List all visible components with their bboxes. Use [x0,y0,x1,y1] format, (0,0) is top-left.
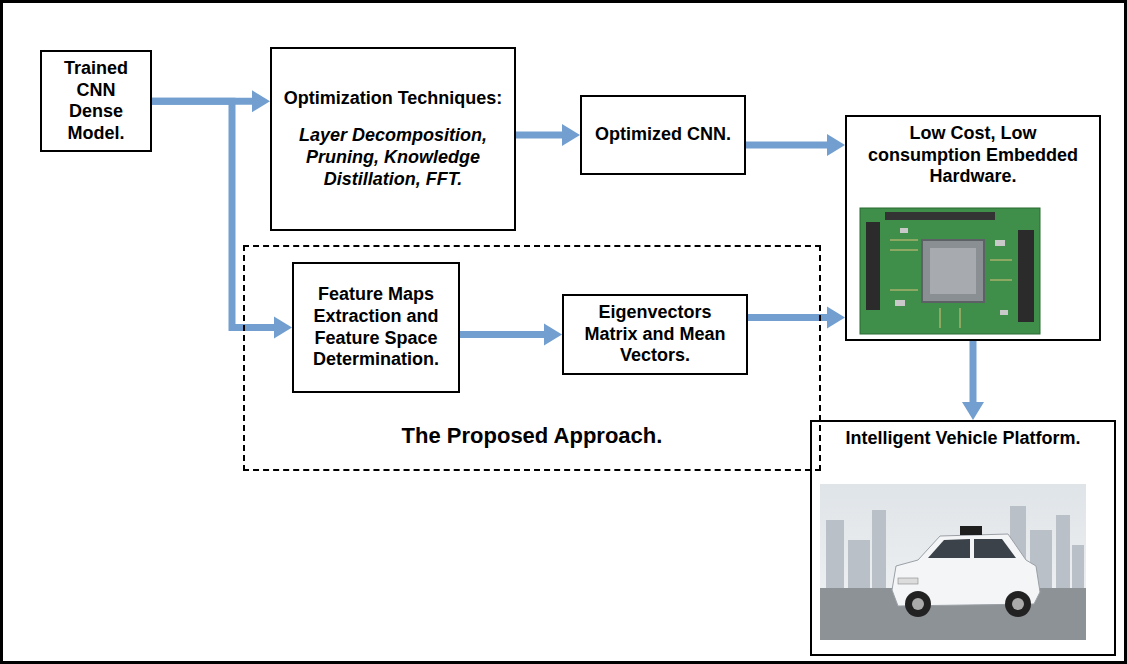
box-label: Optimization Techniques: [284,88,503,110]
connector [885,212,995,220]
arrow-shaft [970,341,977,402]
flow-arrow [748,307,845,329]
board-edge [860,208,1040,334]
vehicle-picture [820,484,1086,640]
arrow-head [274,317,292,339]
processor-chip [922,240,984,302]
box-label: Optimized CNN. [595,124,731,146]
hardware-box: Low Cost, Low consumption Embedded Hardw… [845,115,1101,341]
flow-arrow [746,134,845,156]
arrow-head [544,324,562,346]
arrow-shaft [152,101,274,327]
sky [820,484,1086,640]
process-box: Eigenvectors Matrix and Mean Vectors. [562,294,748,375]
box-label: Trained CNN Dense Model. [49,58,143,144]
chip-die [930,248,976,294]
board [860,208,1040,334]
arrow-head [562,124,580,146]
flow-arrow [962,341,984,420]
flow-arrow [460,324,562,346]
arrow-head [827,307,845,329]
arrow-head [252,90,270,112]
arrow-shaft [746,142,827,149]
arrow-head [827,134,845,156]
connector [866,222,880,310]
circuit-board-picture [860,208,1040,334]
connector [1018,230,1034,322]
input-model-box: Trained CNN Dense Model. [40,50,152,152]
box-label: Low Cost, Low consumption Embedded Hardw… [855,123,1091,188]
box-body: Layer Decomposition, Pruning, Knowledge … [279,125,507,190]
box-label: Intelligent Vehicle Platform. [845,428,1080,450]
traces [890,240,1012,328]
box-label: Feature Maps Extraction and Feature Spac… [301,284,451,370]
box-label: Eigenvectors Matrix and Mean Vectors. [571,302,739,367]
car [892,526,1040,617]
process-box: Optimized CNN. [580,95,746,175]
arrow-shaft [460,331,544,338]
approach-region: The Proposed Approach. Feature Maps Extra… [243,245,821,471]
vehicle-box: Intelligent Vehicle Platform. [810,420,1116,656]
process-box: Feature Maps Extraction and Feature Spac… [292,262,460,393]
process-box: Optimization Techniques: Layer Decomposit… [270,47,516,231]
arrow-head [962,402,984,420]
components [895,228,1008,315]
arrow-shaft [748,314,827,321]
flow-arrow [516,124,580,146]
region-title: The Proposed Approach. [402,423,663,449]
arrow-shaft [516,132,562,139]
